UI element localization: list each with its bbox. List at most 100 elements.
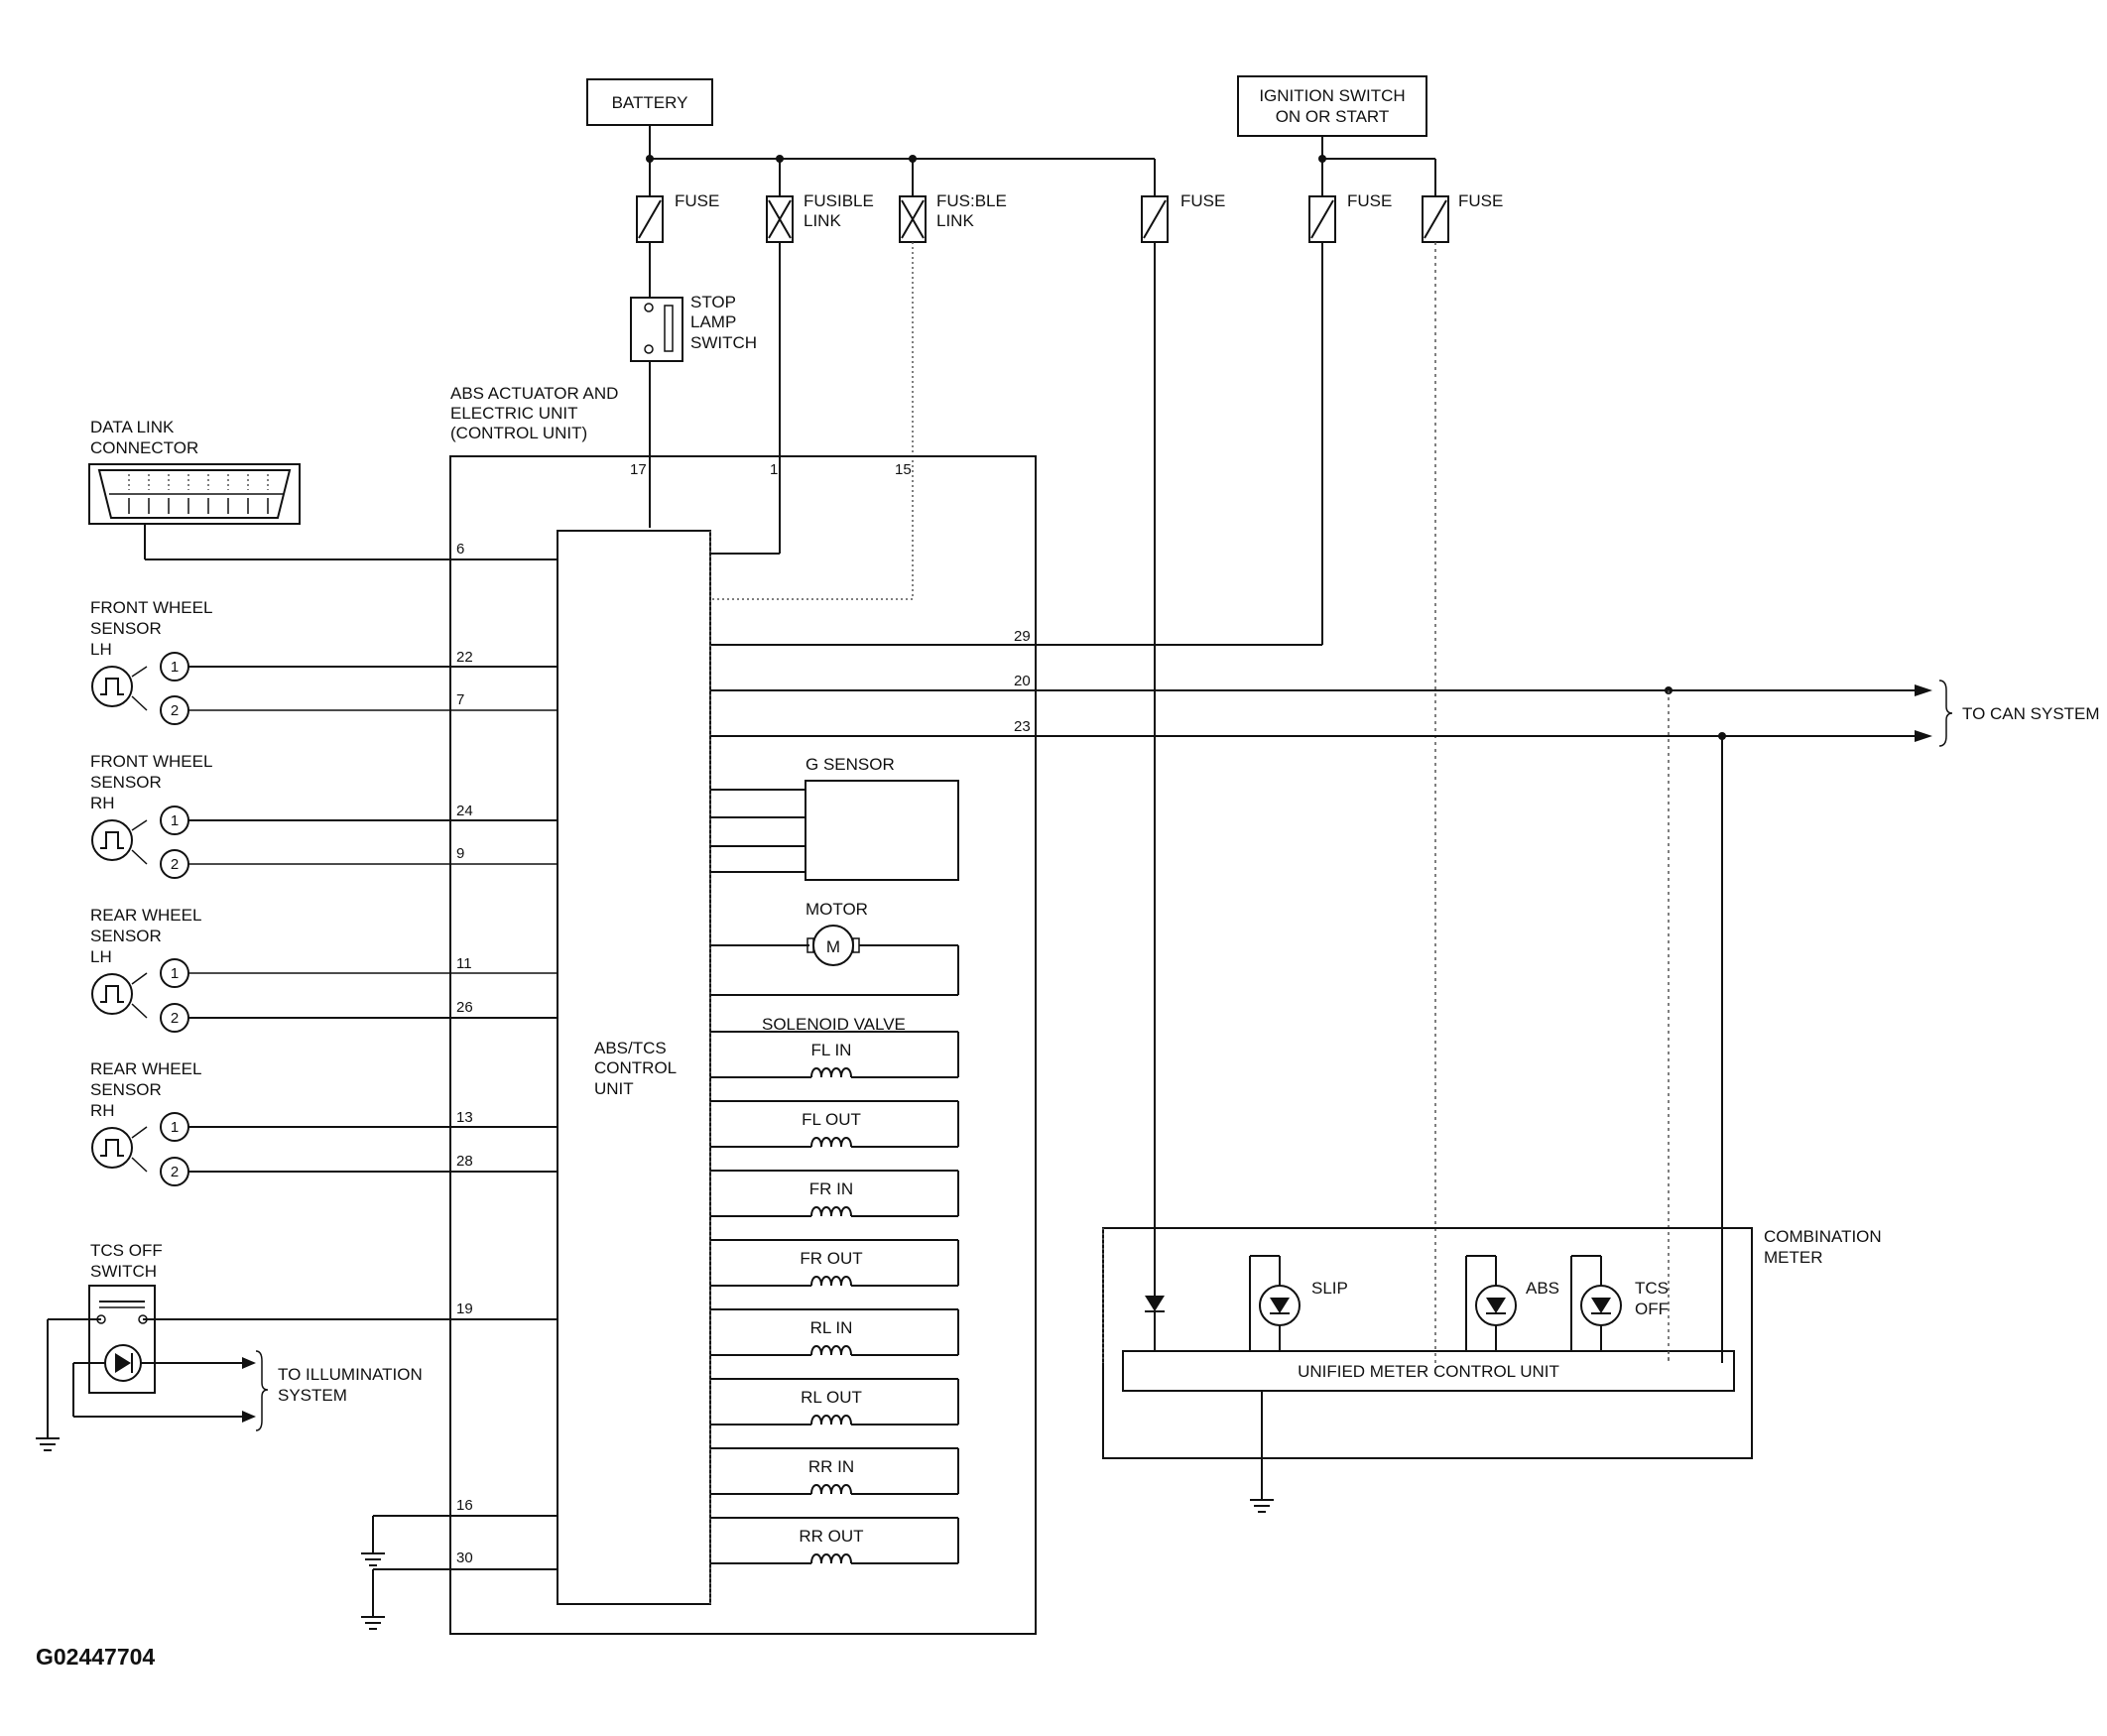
g-sensor: G SENSOR — [710, 755, 959, 881]
battery-bus — [646, 125, 1155, 163]
tcs-off-switch: TCS OFF SWITCH 19 TO ILLUMINATION SYSTEM — [36, 1241, 558, 1451]
dlc-label-1: DATA LINK — [90, 418, 175, 436]
wheel-sensor: 12 — [91, 652, 558, 725]
abs-actuator-unit: ABS ACTUATOR AND ELECTRIC UNIT (CONTROL … — [449, 384, 1037, 1635]
pin-23: 23 — [1014, 718, 1031, 735]
sensor-label-1: REAR WHEEL — [90, 1059, 201, 1078]
stop-lamp-label-1: STOP — [690, 293, 736, 311]
coil-icon — [810, 1206, 852, 1217]
combination-meter-label-1: COMBINATION — [1764, 1227, 1882, 1246]
lamp-label: SLIP — [1311, 1279, 1348, 1298]
motor-label: MOTOR — [806, 900, 868, 919]
stop-lamp-label-3: SWITCH — [690, 333, 757, 352]
stop-lamp-switch: STOP LAMP SWITCH — [630, 293, 757, 528]
pin-30: 30 — [456, 1550, 473, 1566]
pin-28: 28 — [456, 1153, 473, 1170]
solenoid-label: FR IN — [809, 1179, 853, 1198]
sensor-label-3: LH — [90, 947, 112, 966]
pin-13: 13 — [456, 1109, 473, 1126]
sensor-label-2: SENSOR — [90, 1080, 162, 1099]
abs-tcs-control-unit: ABS/TCS CONTROL UNIT — [557, 530, 711, 1605]
fuse-stop-lamp: FUSE — [636, 159, 719, 298]
stop-lamp-label-2: LAMP — [690, 312, 736, 331]
solenoid-valve: FL OUT — [710, 1100, 959, 1148]
sensor-icon — [91, 973, 133, 1015]
control-unit-label-1: ABS/TCS — [594, 1039, 667, 1057]
coil-icon — [810, 1345, 852, 1356]
solenoid-label: RL IN — [810, 1318, 853, 1337]
fuse-label: FUSE — [675, 191, 719, 210]
solenoid-label: RR IN — [808, 1457, 854, 1476]
lamp-label: ABS — [1526, 1279, 1559, 1298]
wheel-sensor: 12 — [91, 958, 558, 1033]
terminal-1: 1 — [171, 965, 179, 982]
ignition-switch-box: IGNITION SWITCH ON OR START — [1237, 75, 1427, 137]
g-sensor-label: G SENSOR — [806, 755, 895, 774]
pin-16: 16 — [456, 1497, 473, 1514]
terminal-1: 1 — [171, 659, 179, 676]
terminal-2: 2 — [171, 1164, 179, 1180]
ignition-label-2: ON OR START — [1276, 107, 1390, 126]
dlc-label-2: CONNECTOR — [90, 438, 198, 457]
fusible-link2-label-2: LINK — [936, 211, 974, 230]
pin-7: 7 — [456, 691, 464, 708]
fusible-link-2: FUS:BLE LINK — [710, 159, 1007, 600]
to-illumination-label-1: TO ILLUMINATION — [278, 1365, 423, 1384]
data-link-connector: DATA LINK CONNECTOR 6 — [88, 418, 558, 560]
coil-icon — [810, 1415, 852, 1426]
sensor-label-1: FRONT WHEEL — [90, 598, 212, 617]
fuse-ignition-meter: FUSE — [1422, 159, 1503, 1363]
solenoid-valve: RL IN — [710, 1308, 959, 1356]
solenoid-label: FR OUT — [800, 1249, 862, 1268]
wheel-sensor: 12 — [91, 806, 558, 879]
coil-icon — [810, 1553, 852, 1564]
terminal-2: 2 — [171, 702, 179, 719]
solenoid-valve: FR OUT — [710, 1239, 959, 1287]
sensor-label-3: LH — [90, 640, 112, 659]
pin-17: 17 — [630, 461, 647, 478]
abs-unit-title-2: ELECTRIC UNIT — [450, 404, 577, 423]
motor: MOTOR M — [710, 900, 959, 996]
lamp-label-2: OFF — [1635, 1300, 1669, 1318]
pin-11: 11 — [456, 955, 472, 972]
combination-meter: COMBINATION METER UNIFIED METER CONTROL … — [1102, 1227, 1882, 1513]
fuse-ignition-abs: FUSE — [710, 159, 1392, 646]
solenoid-label: RR OUT — [799, 1527, 863, 1546]
wheel-sensor-rear-lh: REAR WHEEL SENSOR LH — [90, 906, 201, 966]
terminal-2: 2 — [171, 856, 179, 873]
solenoid-label: FL IN — [811, 1041, 852, 1059]
wheel-sensor-rear-rh: REAR WHEEL SENSOR RH — [90, 1059, 201, 1120]
pin-9: 9 — [456, 845, 464, 862]
sensor-label-1: FRONT WHEEL — [90, 752, 212, 771]
coil-icon — [810, 1484, 852, 1495]
ignition-bus — [1318, 136, 1435, 163]
wheel-sensor-front-lh: FRONT WHEEL SENSOR LH — [90, 598, 212, 659]
sensor-label-1: REAR WHEEL — [90, 906, 201, 925]
wheel-sensor: 12 — [91, 1112, 558, 1186]
to-can-system-label: TO CAN SYSTEM — [1962, 704, 2100, 723]
battery-box: BATTERY — [586, 78, 713, 126]
sensor-icon — [91, 666, 133, 707]
solenoid-valve-title: SOLENOID VALVE — [762, 1015, 906, 1034]
pin-29: 29 — [1014, 628, 1031, 645]
solenoid-valve: RL OUT — [710, 1378, 959, 1426]
solenoid-label: FL OUT — [802, 1110, 861, 1129]
ground-pins: 16 30 — [361, 1497, 558, 1630]
fusible-link-label-2: LINK — [804, 211, 841, 230]
solenoid-valve: FR IN — [710, 1170, 959, 1217]
sensor-label-2: SENSOR — [90, 773, 162, 792]
solenoid-valve: RR IN — [710, 1447, 959, 1495]
ignition-label-1: IGNITION SWITCH — [1259, 86, 1405, 105]
terminal-1: 1 — [171, 812, 179, 829]
pin-19: 19 — [456, 1301, 473, 1317]
pin-15: 15 — [895, 461, 912, 478]
sensor-label-3: RH — [90, 1101, 115, 1120]
coil-icon — [810, 1137, 852, 1148]
pin-6: 6 — [456, 541, 464, 558]
sensor-label-2: SENSOR — [90, 927, 162, 945]
fuse-label: FUSE — [1180, 191, 1225, 210]
